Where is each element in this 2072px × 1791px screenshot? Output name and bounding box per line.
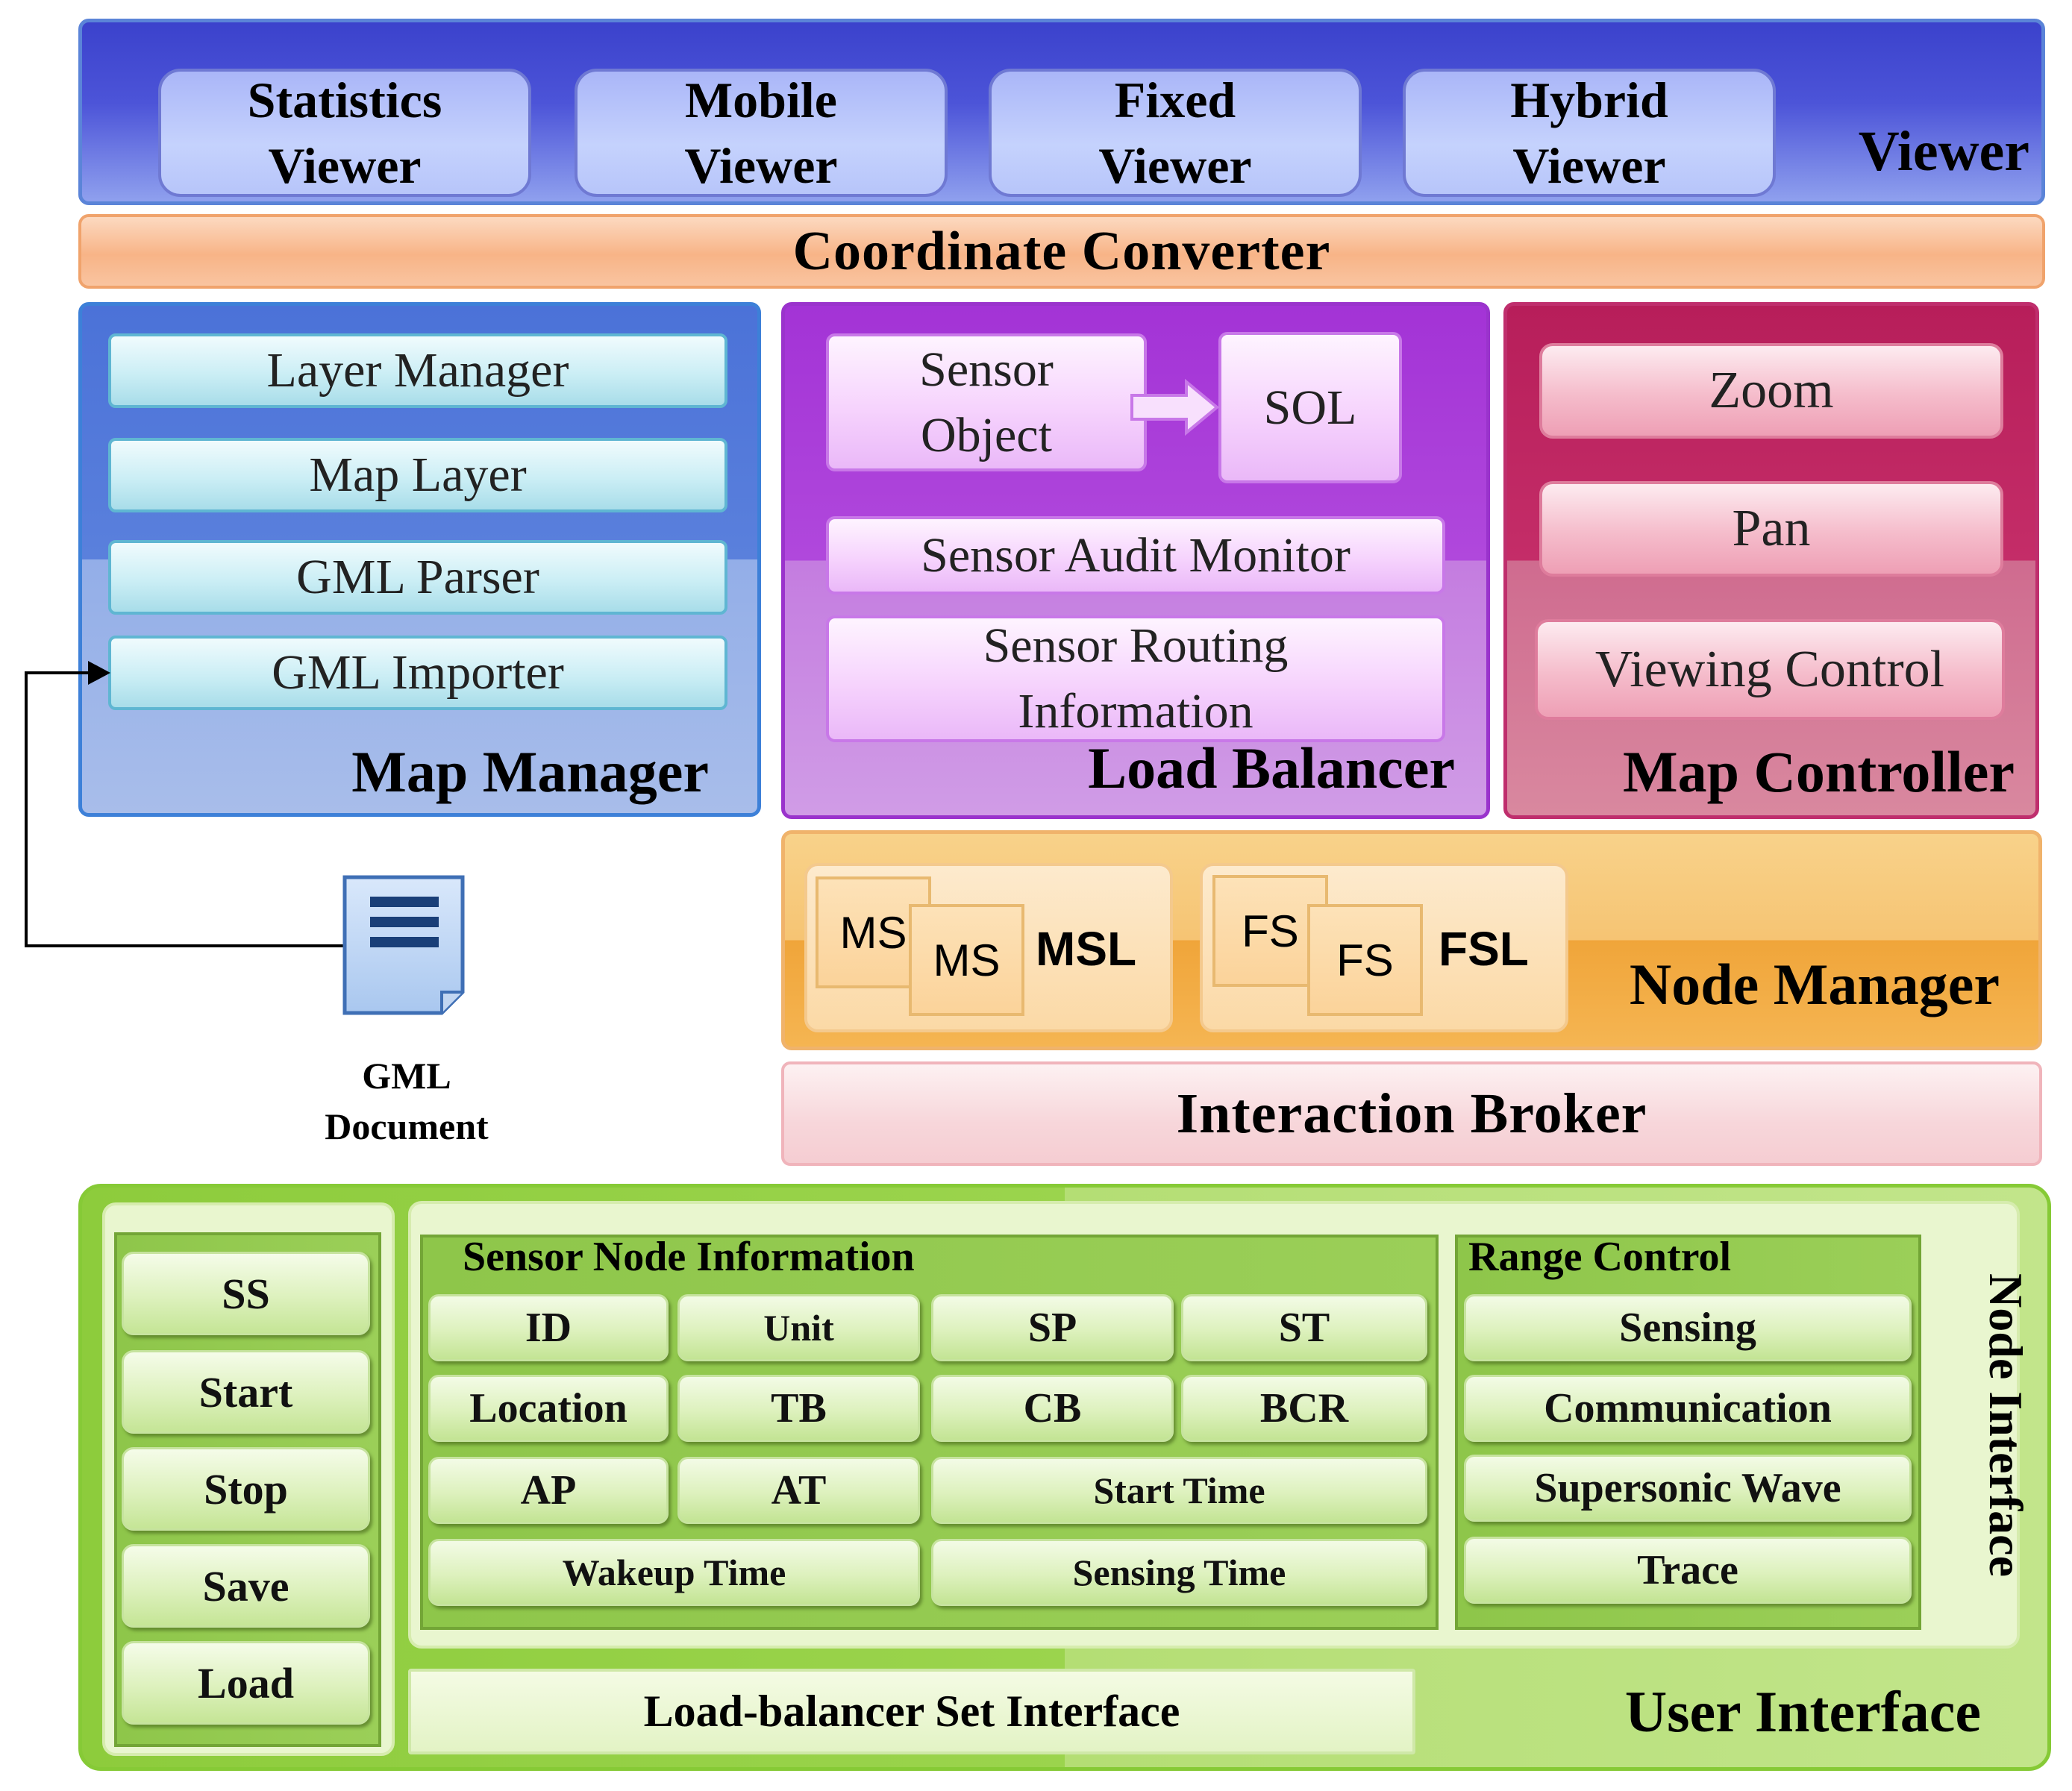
wakeup-time-field[interactable]: Wakeup Time — [428, 1539, 920, 1606]
cb-field[interactable]: CB — [931, 1375, 1174, 1442]
gml-document-label: GML Document — [325, 1055, 489, 1147]
st-field[interactable]: ST — [1181, 1294, 1427, 1361]
communication-range-button[interactable]: Communication — [1464, 1375, 1912, 1442]
id-field[interactable]: ID — [428, 1294, 669, 1361]
sensor-audit-monitor[interactable]: Sensor Audit Monitor — [826, 516, 1445, 595]
map-layer[interactable]: Map Layer — [108, 438, 727, 512]
load-balancer-title: Load Balancer — [1088, 735, 1455, 800]
viewer-layer: Statistics Viewer Mobile Viewer Fixed Vi… — [78, 19, 2045, 205]
bcr-field[interactable]: BCR — [1181, 1375, 1427, 1442]
sol-box[interactable]: SOL — [1218, 332, 1402, 483]
load-balancer-set-interface[interactable]: Load-balancer Set Interface — [408, 1669, 1415, 1754]
fixed-viewer[interactable]: Fixed Viewer — [989, 69, 1362, 197]
sensor-object[interactable]: Sensor Object — [826, 333, 1147, 471]
ms-box-front[interactable]: MS — [909, 904, 1024, 1016]
statistics-viewer[interactable]: Statistics Viewer — [158, 69, 531, 197]
user-interface-title: User Interface — [1624, 1679, 1981, 1744]
ap-field[interactable]: AP — [428, 1457, 669, 1524]
hybrid-viewer[interactable]: Hybrid Viewer — [1403, 69, 1776, 197]
interaction-broker: Interaction Broker — [781, 1061, 2042, 1166]
gml-parser[interactable]: GML Parser — [108, 540, 727, 615]
sensor-routing-information[interactable]: Sensor Routing Information — [826, 615, 1445, 742]
range-control-title: Range Control — [1468, 1234, 1732, 1280]
load-button[interactable]: Load — [122, 1641, 370, 1725]
document-icon[interactable] — [342, 874, 469, 1017]
map-manager-title: Map Manager — [351, 739, 709, 804]
sensing-time-field[interactable]: Sensing Time — [931, 1539, 1427, 1606]
location-field[interactable]: Location — [428, 1375, 669, 1442]
tb-field[interactable]: TB — [677, 1375, 920, 1442]
viewer-title: Viewer — [1858, 120, 2029, 183]
trace-button[interactable]: Trace — [1464, 1537, 1912, 1604]
mobile-viewer[interactable]: Mobile Viewer — [575, 69, 948, 197]
map-controller-title: Map Controller — [1623, 739, 2015, 804]
arrow-right-icon — [1130, 379, 1220, 436]
unit-field[interactable]: Unit — [677, 1294, 920, 1361]
sensor-node-information-title: Sensor Node Information — [463, 1234, 915, 1280]
node-interface-title: Node Interface — [1979, 1273, 2032, 1577]
viewing-control-button[interactable]: Viewing Control — [1535, 619, 2005, 720]
fsl-label: FSL — [1439, 922, 1529, 976]
zoom-button[interactable]: Zoom — [1539, 343, 2003, 439]
start-time-field[interactable]: Start Time — [931, 1457, 1427, 1524]
layer-manager[interactable]: Layer Manager — [108, 333, 727, 408]
pan-button[interactable]: Pan — [1539, 481, 2003, 577]
save-button[interactable]: Save — [122, 1544, 370, 1628]
stop-button[interactable]: Stop — [122, 1447, 370, 1531]
node-manager-title: Node Manager — [1629, 952, 2000, 1017]
msl-label: MSL — [1036, 922, 1137, 976]
at-field[interactable]: AT — [677, 1457, 920, 1524]
fs-box-front[interactable]: FS — [1307, 904, 1423, 1016]
supersonic-wave-button[interactable]: Supersonic Wave — [1464, 1455, 1912, 1522]
sp-field[interactable]: SP — [931, 1294, 1174, 1361]
gml-importer[interactable]: GML Importer — [108, 636, 727, 710]
sensing-range-button[interactable]: Sensing — [1464, 1294, 1912, 1361]
ss-button[interactable]: SS — [122, 1252, 370, 1335]
coordinate-converter: Coordinate Converter — [78, 214, 2045, 289]
start-button[interactable]: Start — [122, 1350, 370, 1434]
